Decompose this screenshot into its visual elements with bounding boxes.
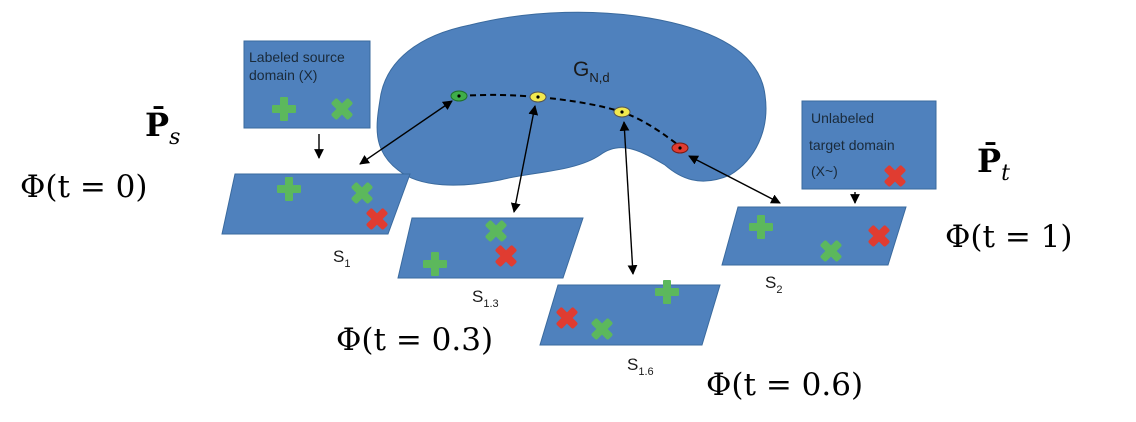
arrow-s2 — [688, 155, 781, 204]
arrow-s16 — [619, 121, 638, 275]
arrow-s1 — [359, 100, 453, 165]
target-domain-label-3: (X~) — [811, 163, 838, 179]
phi-1-label: Φ(t = 1) — [945, 219, 1072, 255]
subspace-s13-label: S1.3 — [472, 287, 499, 310]
phi-06-label: Φ(t = 0.6) — [706, 367, 863, 403]
subspace-s2-label: S2 — [765, 273, 782, 296]
subspace-s1-label: S1 — [333, 247, 350, 270]
geodesic-path — [459, 93, 682, 148]
arrow-s13 — [510, 105, 539, 213]
phi-0-label: Φ(t = 0) — [20, 169, 147, 205]
source-domain-label-2: domain (X) — [249, 67, 317, 83]
target-domain-label: Unlabeled — [811, 110, 874, 126]
source-domain-label: Labeled source — [249, 49, 345, 65]
subspace-s16-label: S1.6 — [627, 355, 654, 378]
p-s-label: P̄s — [145, 106, 180, 150]
target-domain-label-2: target domain — [809, 137, 895, 153]
p-t-label: P̄t — [977, 142, 1010, 186]
manifold-label: GN,d — [573, 58, 610, 85]
subspace-s2-panel — [721, 206, 907, 266]
target-domain-box — [801, 100, 937, 190]
grassmann-manifold — [376, 11, 767, 186]
phi-03-label: Φ(t = 0.3) — [336, 322, 493, 358]
